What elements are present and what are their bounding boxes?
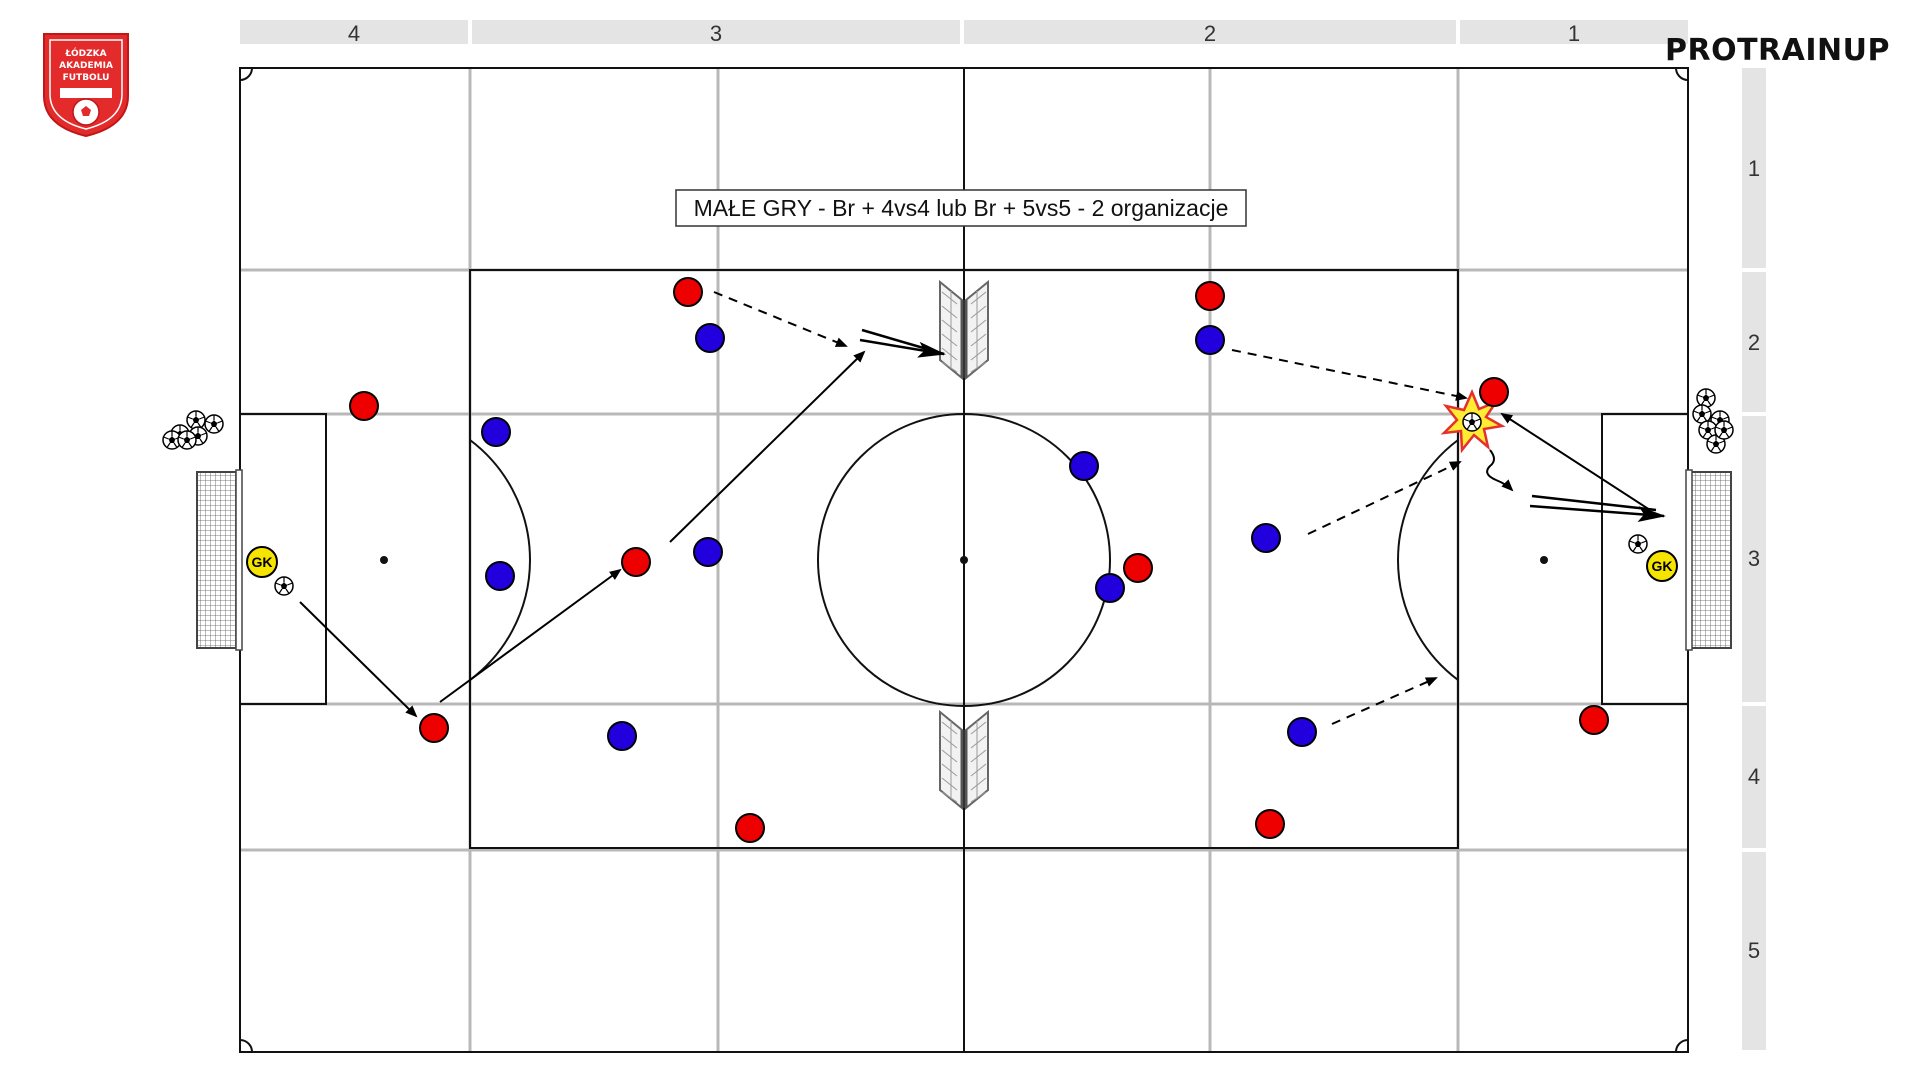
red-player xyxy=(1479,377,1509,407)
runs xyxy=(713,291,1468,725)
red-player xyxy=(1123,553,1153,583)
red-player xyxy=(1255,809,1285,839)
pass-defender-to-midfielder xyxy=(439,568,622,703)
red-player xyxy=(349,391,379,421)
blue-player xyxy=(1195,325,1225,355)
row-label-3: 3 xyxy=(1748,546,1760,571)
goalkeeper-left: GK xyxy=(246,546,294,596)
team-red xyxy=(349,277,1609,843)
ball-pile-left-icon xyxy=(162,410,224,450)
left-goal-net-icon xyxy=(196,469,243,651)
team-blue xyxy=(481,323,1317,751)
column-label-1: 1 xyxy=(1568,21,1580,46)
goalkeeper-right-label: GK xyxy=(1652,558,1673,574)
row-label-1: 1 xyxy=(1748,156,1760,181)
blue-player xyxy=(695,323,725,353)
blue-player xyxy=(1069,451,1099,481)
red-player xyxy=(419,713,449,743)
logo-line-2: AKADEMIA xyxy=(59,61,113,71)
goalkeeper-left-label: GK xyxy=(252,554,273,570)
ball-pile-right-icon xyxy=(1692,388,1734,454)
dribble-path xyxy=(1486,449,1514,492)
column-zone-bars: 4 3 2 1 xyxy=(240,20,1688,46)
logo-line-1: ŁÓDZKA xyxy=(64,47,106,59)
run-bottom-right xyxy=(1331,677,1438,725)
exercise-title: MAŁE GRY - Br + 4vs4 lub Br + 5vs5 - 2 o… xyxy=(694,195,1229,221)
blue-player xyxy=(693,537,723,567)
passes xyxy=(299,350,1651,718)
row-label-4: 4 xyxy=(1748,764,1760,789)
blue-player xyxy=(1095,573,1125,603)
red-player xyxy=(1195,281,1225,311)
row-label-2: 2 xyxy=(1748,330,1760,355)
row-label-5: 5 xyxy=(1748,938,1760,963)
run-top-left xyxy=(713,291,848,347)
right-goal-net-icon xyxy=(1685,469,1732,651)
blue-player xyxy=(1251,523,1281,553)
pass-to-forward xyxy=(669,350,866,543)
row-zone-bars: 1 2 3 4 5 xyxy=(1742,68,1766,1050)
pass-right-gk xyxy=(1500,412,1651,511)
red-player xyxy=(673,277,703,307)
run-mid-right xyxy=(1307,461,1462,535)
shot-right-goal xyxy=(1529,504,1666,523)
club-logo-icon: ŁÓDZKA AKADEMIA FUTBOLU xyxy=(43,33,129,138)
blue-player xyxy=(607,721,637,751)
red-player xyxy=(735,813,765,843)
blue-player xyxy=(481,417,511,447)
brand-logo-text: PROTRAINUP xyxy=(1665,33,1890,68)
shots xyxy=(859,328,1666,523)
red-player xyxy=(621,547,651,577)
pass-gk-to-defender xyxy=(299,601,418,718)
star-burst-icon xyxy=(1440,388,1506,454)
goalkeeper-right: GK xyxy=(1628,534,1678,582)
column-label-2: 2 xyxy=(1204,21,1216,46)
column-label-4: 4 xyxy=(348,21,360,46)
blue-player xyxy=(485,561,515,591)
column-label-3: 3 xyxy=(710,21,722,46)
red-player xyxy=(1579,705,1609,735)
shot-mini-goal xyxy=(859,338,946,358)
blue-player xyxy=(1287,717,1317,747)
exercise-title-box: MAŁE GRY - Br + 4vs4 lub Br + 5vs5 - 2 o… xyxy=(675,189,1247,227)
logo-line-3: FUTBOLU xyxy=(63,73,110,83)
pitch xyxy=(239,67,1689,1053)
run-top-right xyxy=(1231,349,1468,401)
